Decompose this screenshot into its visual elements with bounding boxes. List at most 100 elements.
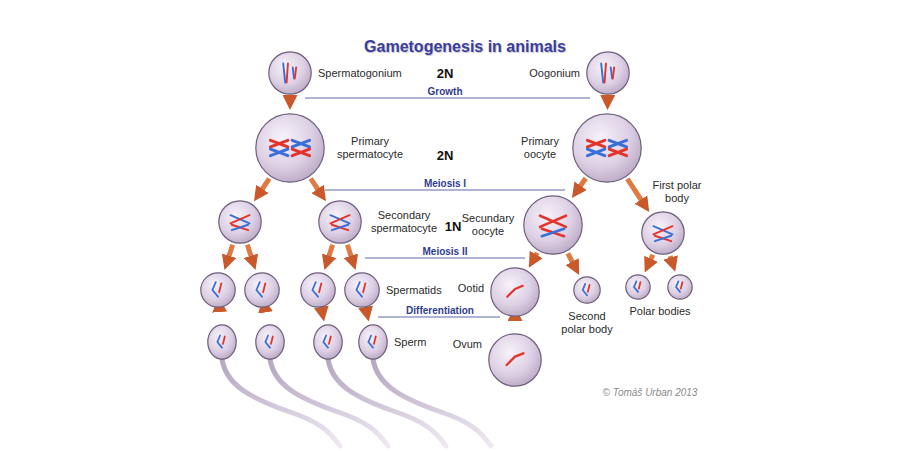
chromosome	[676, 281, 680, 291]
cell-shape	[523, 195, 583, 255]
chromosome	[230, 215, 249, 223]
cell-shape	[572, 113, 642, 183]
sperm-head-shape	[207, 324, 237, 360]
cell-shape	[573, 276, 601, 304]
cell-label: Ovum	[453, 338, 482, 351]
cell: Ovum	[488, 333, 542, 387]
stage-label: Differentiation	[406, 305, 474, 316]
cell-label: Primary oocyte	[514, 135, 566, 161]
cell-shape	[667, 274, 693, 300]
sperm-head: Sperm	[358, 324, 388, 360]
cell-membrane	[314, 325, 342, 359]
cell-membrane	[489, 334, 541, 386]
cell-membrane	[524, 196, 582, 254]
chromosome	[295, 68, 296, 79]
chromosome	[653, 226, 672, 234]
cell	[218, 200, 262, 244]
cell-label: Second polar body	[556, 310, 618, 336]
chromosome	[507, 286, 523, 297]
arrow-connector	[627, 179, 642, 202]
chromosome	[609, 140, 626, 147]
arrow-connector	[650, 255, 653, 262]
chromosome	[583, 284, 587, 295]
arrow-connector	[568, 253, 574, 264]
chromosome	[287, 63, 288, 82]
cell	[300, 272, 336, 308]
stage-label: Growth	[428, 86, 463, 97]
arrow-connector	[247, 245, 251, 259]
chromosome	[681, 282, 683, 288]
chromosome	[363, 283, 365, 292]
cell-label: First polar body	[646, 179, 708, 205]
cell-shape	[625, 274, 651, 300]
chromosome	[332, 225, 348, 230]
stage-line	[305, 98, 590, 99]
cell-membrane	[642, 212, 684, 254]
stage-line	[378, 317, 500, 318]
cell	[625, 274, 651, 300]
chromosome	[587, 140, 604, 147]
chromosome	[330, 215, 349, 223]
chromosome	[292, 149, 309, 156]
cell-membrane	[256, 114, 324, 182]
chromosome	[270, 140, 287, 147]
arrow-connector	[535, 253, 537, 257]
cell: Oogonium	[586, 51, 630, 95]
cell-label: Secundary oocyte	[459, 212, 517, 238]
chromosome	[271, 336, 273, 343]
cell: Spermatids	[344, 272, 380, 308]
chromosome	[217, 335, 222, 347]
chromosome	[293, 68, 294, 79]
chromosome	[613, 68, 614, 79]
chromosome	[232, 225, 248, 230]
chromosome	[374, 336, 376, 343]
chromosome	[609, 149, 626, 156]
cell-label: Secondary spermatocyte	[368, 209, 440, 235]
chromosome	[263, 283, 265, 292]
arrow-connector	[328, 245, 332, 259]
sperm-head-shape	[255, 324, 285, 360]
chromosome	[265, 335, 270, 347]
chromosome	[312, 282, 318, 297]
arrow-connector	[261, 179, 270, 192]
cell-label: Spermatids	[386, 284, 442, 297]
arrow-connector	[319, 307, 324, 312]
sperm-head-shape	[313, 324, 343, 360]
cell-membrane	[345, 273, 379, 307]
chromosome	[230, 215, 249, 223]
chromosome	[653, 226, 672, 234]
chromosome	[329, 336, 331, 343]
sperm-tail	[222, 359, 340, 446]
chromosome	[540, 216, 566, 227]
chromosome	[319, 283, 321, 292]
cell	[667, 274, 693, 300]
cell-shape	[490, 267, 540, 317]
cell-membrane	[491, 268, 539, 316]
stage-line	[365, 258, 525, 259]
chromosome	[588, 285, 590, 292]
cell-membrane	[208, 325, 236, 359]
cell: Second polar body	[573, 276, 601, 304]
cell-membrane	[256, 325, 284, 359]
chromosome	[292, 140, 309, 147]
cell: First polar body	[641, 211, 685, 255]
copyright-note: © Tomáš Urban 2013	[603, 387, 698, 398]
stage-label: Meiosis I	[424, 178, 466, 189]
chromosome	[212, 282, 218, 297]
cell-membrane	[587, 52, 629, 94]
cell-shape	[255, 113, 325, 183]
chromosome	[507, 353, 524, 365]
chromosome	[611, 68, 612, 79]
cell-membrane	[201, 273, 235, 307]
cell-shape	[344, 272, 380, 308]
stage-label: Meiosis II	[422, 246, 467, 257]
arrow-connector	[605, 97, 610, 98]
cell-membrane	[626, 275, 650, 299]
ploidy-label: 2N	[437, 148, 454, 163]
chromosome	[219, 283, 221, 292]
cell-label: Polar bodies	[629, 305, 690, 317]
cell-membrane	[359, 325, 387, 359]
chromosome	[223, 336, 225, 343]
sperm-head-shape	[358, 324, 388, 360]
